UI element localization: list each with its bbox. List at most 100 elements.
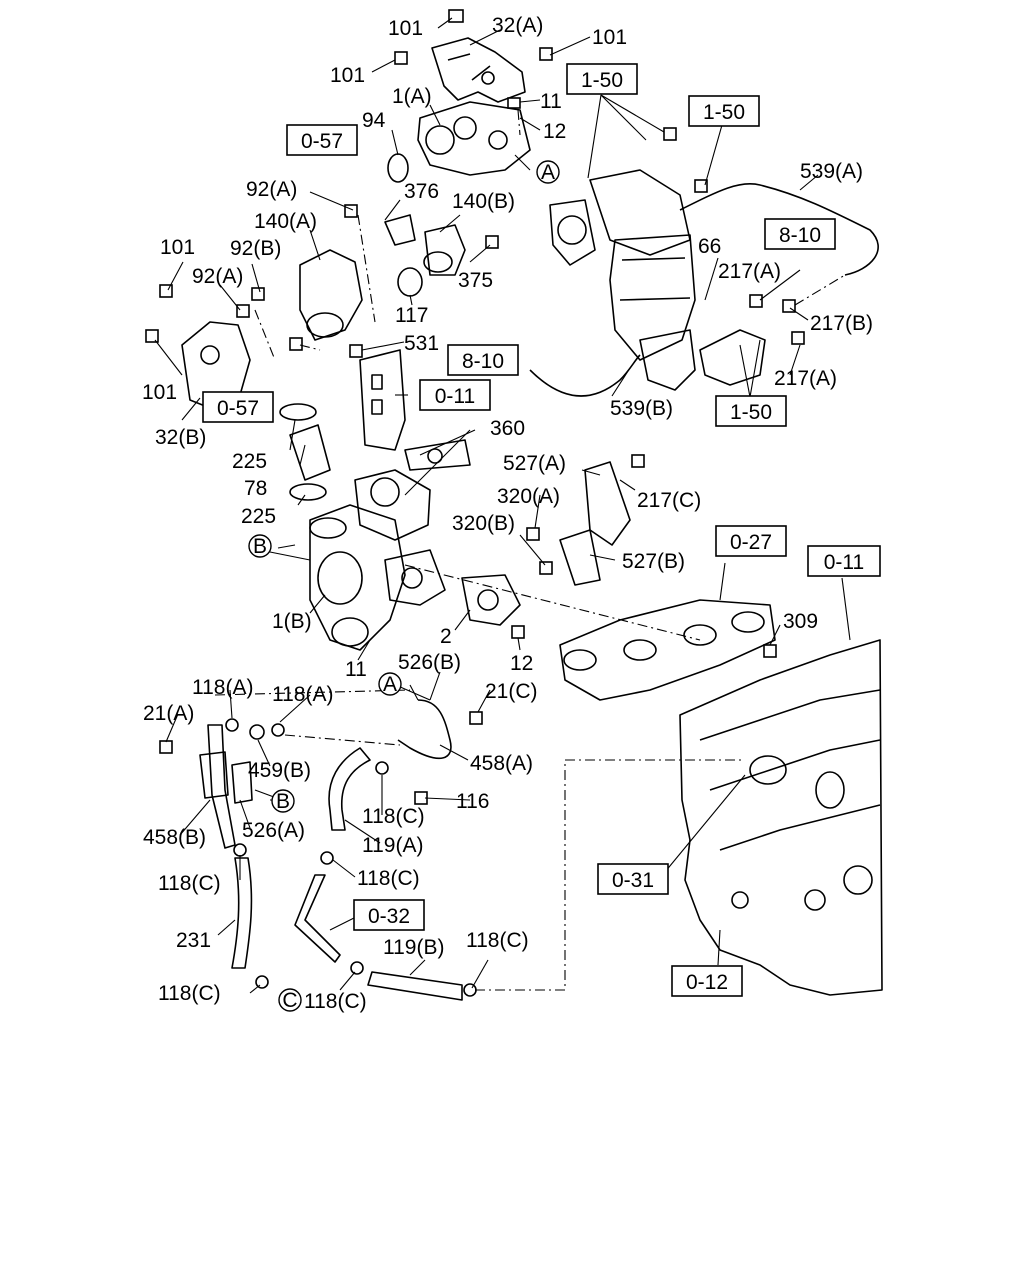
converter-gasket (549, 199, 596, 266)
ref-box-0-31: 0-31 (597, 863, 669, 895)
hose-clamp-icon (233, 843, 247, 857)
hose-clamp-icon (375, 761, 389, 775)
part-label: 118(A) (272, 683, 333, 706)
marker-text: C (282, 989, 297, 1012)
water-outlet-140b (424, 224, 466, 276)
ref-box-text: 1-50 (581, 69, 623, 92)
clamp-225-upper (279, 403, 317, 421)
part-label: 66 (698, 235, 721, 258)
bolt-icon (236, 304, 250, 318)
hose-clamp-icon (271, 723, 285, 737)
heat-shield-lower (181, 321, 251, 411)
part-label: 116 (456, 790, 489, 813)
manifold-port (563, 649, 597, 671)
part-label: 118(C) (158, 872, 221, 895)
marker-c: C (278, 988, 302, 1012)
ref-box-text: 0-57 (217, 397, 259, 420)
part-label: 140(A) (254, 210, 317, 233)
bracket-slot (371, 374, 383, 390)
ref-box-text: 0-32 (368, 905, 410, 928)
ref-box-0-12: 0-12 (671, 965, 743, 997)
bolt-icon (791, 331, 805, 345)
ref-box-0-11-right: 0-11 (807, 545, 881, 577)
marker-b-lower: B (271, 789, 295, 813)
heat-shield-upper (431, 37, 526, 103)
ref-box-0-57-lower: 0-57 (202, 391, 274, 423)
gasket-2 (461, 574, 521, 626)
bracket-slot (371, 399, 383, 415)
shield-hole (200, 345, 220, 365)
catalytic-converter (609, 234, 696, 361)
bolt-icon (539, 47, 553, 61)
housing-port (425, 125, 455, 155)
part-label: 459(B) (248, 759, 311, 782)
part-label: 217(A) (774, 367, 837, 390)
part-label: 32(B) (155, 426, 206, 449)
part-label: 320(A) (497, 485, 560, 508)
marker-text: B (276, 790, 290, 813)
bracket-527b (559, 529, 601, 586)
part-label: 458(B) (143, 826, 206, 849)
exhaust-elbow (589, 169, 691, 256)
gasket-hole (427, 448, 443, 464)
bracket-531 (359, 349, 406, 451)
fasteners (145, 9, 805, 997)
hose-clamp-icon (249, 724, 265, 740)
manifold-port (731, 611, 765, 633)
ref-box-0-27: 0-27 (715, 525, 787, 557)
part-label: 217(A) (718, 260, 781, 283)
water-outlet-140a (299, 249, 363, 341)
block-port (815, 771, 845, 809)
bolt-icon (145, 329, 159, 343)
manifold-port (623, 639, 657, 661)
part-label: 375 (458, 269, 493, 292)
bolt-icon (469, 711, 483, 725)
block-port (749, 755, 787, 785)
hose-119b (367, 971, 463, 1001)
part-label: 118(C) (158, 982, 221, 1005)
ref-box-text: 8-10 (779, 224, 821, 247)
oil-pipe-458b (207, 724, 236, 849)
part-label: 376 (404, 180, 439, 203)
oil-pipe-458a (397, 699, 452, 760)
circle-markers: A B A B C (248, 160, 560, 1012)
bracket-217 (699, 329, 766, 386)
turbo-flange (384, 549, 446, 606)
part-label: 92(A) (192, 265, 243, 288)
sensor-wire-b (529, 354, 641, 397)
compressor-inlet (317, 551, 363, 605)
part-label: 92(A) (246, 178, 297, 201)
bolt-icon (526, 527, 540, 541)
part-drawings (181, 37, 883, 1001)
bolt-icon (485, 235, 499, 249)
part-label: 118(C) (357, 867, 420, 890)
part-label: 101 (592, 26, 627, 49)
ref-box-0-32: 0-32 (353, 899, 425, 931)
bolt-icon (694, 179, 708, 193)
wastegate-actuator (331, 617, 369, 647)
bolt-icon (394, 51, 408, 65)
part-label: 94 (362, 109, 386, 132)
bolt-icon (349, 344, 363, 358)
heat-shield-527a (584, 461, 631, 546)
part-label: 118(C) (304, 990, 367, 1013)
part-label: 225 (232, 450, 267, 473)
gasket-94 (387, 153, 409, 183)
marker-b-turbo: B (248, 534, 272, 558)
ref-box-8-10-right: 8-10 (764, 218, 836, 250)
hose-231 (231, 857, 253, 969)
gasket-376 (384, 214, 416, 246)
part-label: 21(C) (485, 680, 538, 703)
shield-hole (481, 71, 495, 85)
part-label: 119(A) (362, 834, 423, 857)
part-label: 32(A) (492, 14, 543, 37)
clamp-225-lower (289, 483, 327, 501)
bolt-icon (663, 127, 677, 141)
hose-clamp-icon (255, 975, 269, 989)
bolt-icon (763, 644, 777, 658)
ref-box-text: 1-50 (703, 101, 745, 124)
block-port (731, 891, 749, 909)
hose-clamp-icon (350, 961, 364, 975)
part-label: 92(B) (230, 237, 281, 260)
